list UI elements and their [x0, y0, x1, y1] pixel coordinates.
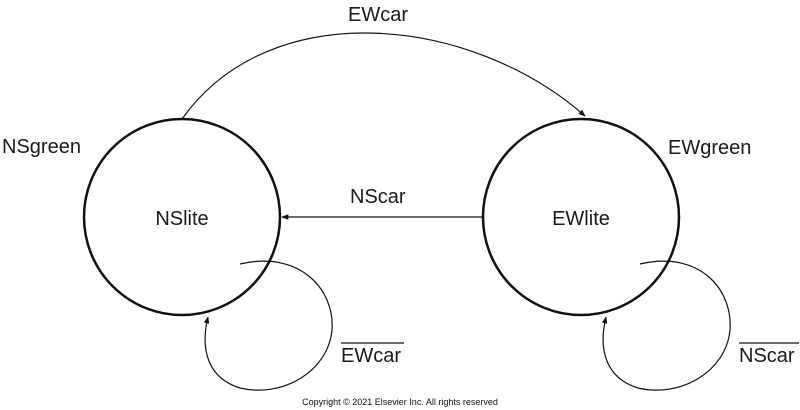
self-loop-label-not-nscar: NScar: [739, 345, 795, 367]
self-loop-label-not-ewcar: EWcar: [341, 345, 401, 367]
self-loop-arrow-nslite: [203, 260, 333, 391]
self-loop-arrow-ewlite: [601, 260, 731, 391]
transition-label-nscar: NScar: [350, 186, 406, 208]
transition-arrow-nslite-to-ewlite: [181, 32, 586, 120]
state-label-nslite: NSlite: [155, 208, 208, 230]
copyright-notice: Copyright © 2021 Elsevier Inc. All right…: [302, 397, 498, 407]
state-output-nsgreen: NSgreen: [2, 136, 81, 158]
transition-label-ewcar: EWcar: [348, 4, 408, 26]
state-output-ewgreen: EWgreen: [668, 137, 751, 159]
state-label-ewlite: EWlite: [552, 208, 610, 230]
